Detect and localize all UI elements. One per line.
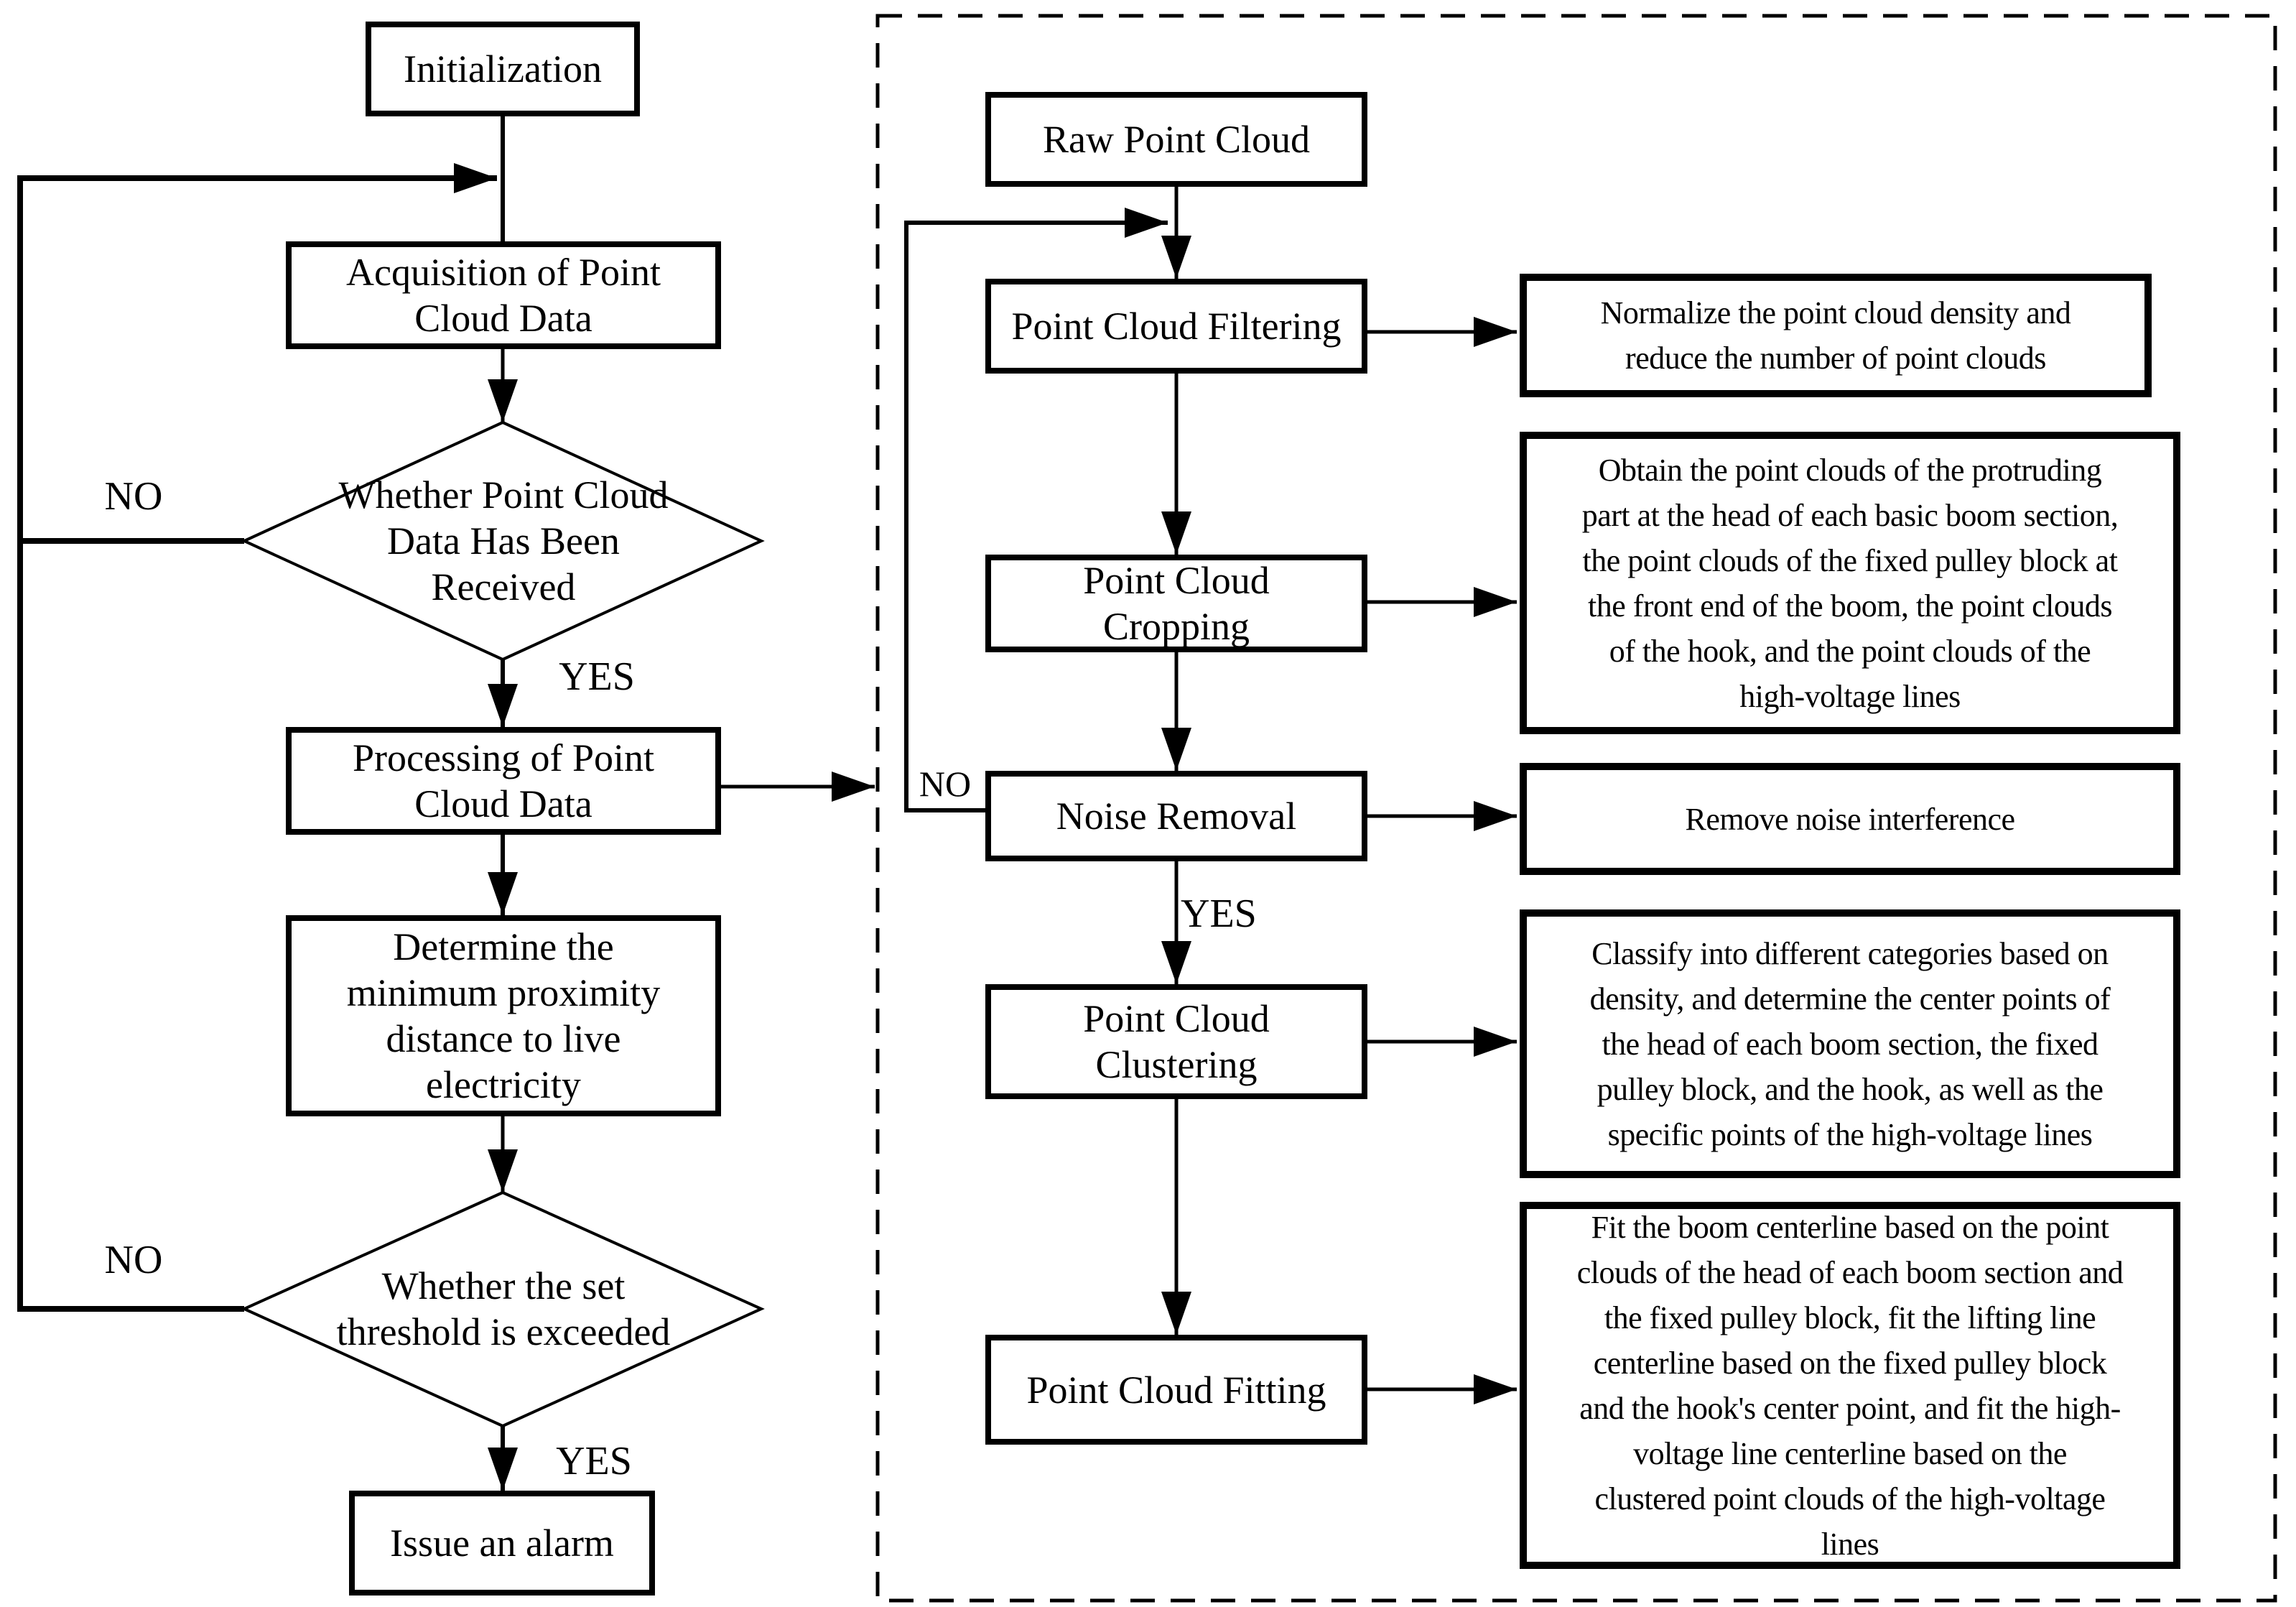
node-noise-removal: Noise Removal bbox=[985, 771, 1367, 861]
decision-diamond-received bbox=[241, 420, 765, 662]
node-issue-alarm: Issue an alarm bbox=[349, 1491, 655, 1596]
edge-label-no-received: NO bbox=[104, 474, 163, 519]
node-initialization: Initialization bbox=[366, 22, 640, 116]
decision-diamond-threshold bbox=[241, 1190, 765, 1428]
note-filtering: Normalize the point cloud density and re… bbox=[1520, 274, 2152, 397]
note-noise-removal: Remove noise interference bbox=[1520, 763, 2180, 875]
edge-label-no-noise: NO bbox=[919, 764, 972, 804]
node-processing: Processing of Point Cloud Data bbox=[286, 727, 721, 835]
decision-threshold-label: Whether the set threshold is exceeded bbox=[336, 1264, 671, 1353]
edge-label-yes-noise: YES bbox=[1181, 892, 1257, 936]
edge-label-no-threshold: NO bbox=[104, 1238, 163, 1282]
node-point-cloud-clustering: Point Cloud Clustering bbox=[985, 984, 1367, 1099]
node-acquisition: Acquisition of Point Cloud Data bbox=[286, 241, 721, 349]
note-cropping: Obtain the point clouds of the protrudin… bbox=[1520, 432, 2180, 734]
decision-received-label: Whether Point Cloud Data Has Been Receiv… bbox=[338, 473, 669, 608]
node-determine-distance: Determine the minimum proximity distance… bbox=[286, 915, 721, 1116]
dashed-subprocess-border bbox=[875, 14, 2277, 1603]
node-point-cloud-fitting: Point Cloud Fitting bbox=[985, 1335, 1367, 1445]
loop-no-threshold bbox=[17, 539, 244, 1312]
note-clustering: Classify into different categories based… bbox=[1520, 909, 2180, 1178]
loop-no-received bbox=[17, 163, 497, 544]
node-point-cloud-cropping: Point Cloud Cropping bbox=[985, 555, 1367, 652]
edge-label-yes-received: YES bbox=[559, 654, 635, 699]
note-fitting: Fit the boom centerline based on the poi… bbox=[1520, 1202, 2180, 1569]
node-point-cloud-filtering: Point Cloud Filtering bbox=[985, 279, 1367, 374]
node-raw-point-cloud: Raw Point Cloud bbox=[985, 92, 1367, 187]
edge-label-yes-threshold: YES bbox=[556, 1439, 632, 1483]
loop-no-noise bbox=[904, 208, 1168, 812]
